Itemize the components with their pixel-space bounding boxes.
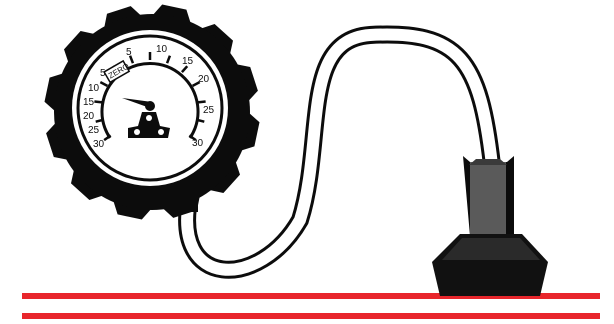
scale-tick [197,100,206,104]
scale-tick [191,81,201,87]
suction-cup [432,156,548,296]
right-label-30: 30 [192,138,204,149]
right-label-25: 25 [203,105,215,116]
left-label-15: 15 [83,97,95,108]
scale-tick [188,134,197,142]
scale-tick [128,55,135,64]
scale-tick [99,81,109,87]
left-label-5: 5 [100,68,106,79]
scale-tick [196,118,205,123]
left-label-25: 25 [88,125,100,136]
right-label-15: 15 [182,56,194,67]
scale-tick [180,65,189,73]
right-label-20: 20 [198,74,210,85]
left-label-30: 30 [93,139,105,150]
scale-tick [165,55,172,64]
gauge-linkage [128,112,170,138]
left-label-10: 10 [88,83,100,94]
red-line-bottom [22,313,600,319]
left-label-20: 20 [83,111,95,122]
scale-tick [103,134,112,142]
hose [178,25,501,279]
right-label-10: 10 [156,44,168,55]
red-line-top [22,293,600,299]
right-label-5: 5 [126,47,132,58]
scale-tick [95,118,104,123]
gauge-needle [122,98,155,111]
scale-tick [94,100,103,104]
